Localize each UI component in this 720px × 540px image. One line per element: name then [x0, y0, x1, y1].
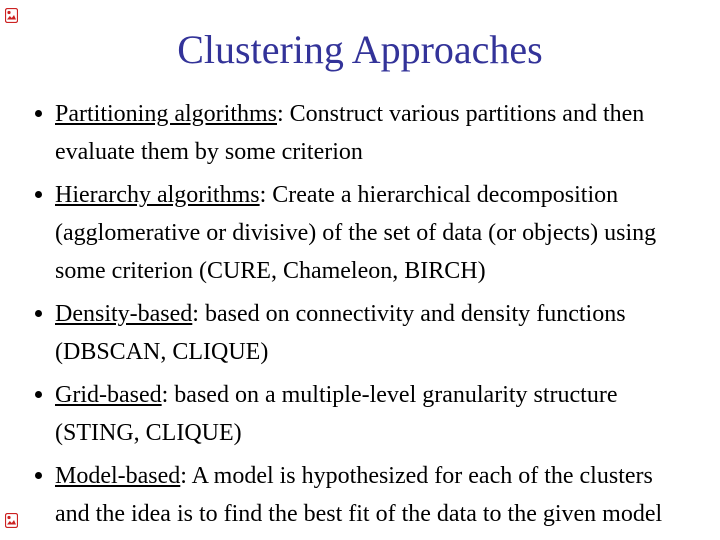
bullet-term: Density-based: [55, 301, 193, 327]
bullet-icon: [35, 310, 42, 317]
bullet-text: : Construct various partitions and then …: [55, 101, 645, 165]
broken-image-icon: [4, 7, 19, 24]
bullet-item: Hierarchy algorithms: Create a hierarchi…: [35, 176, 670, 290]
broken-image-icon: [4, 512, 19, 529]
bullet-term: Hierarchy algorithms: [55, 182, 260, 208]
bullet-item: Grid-based: based on a multiple-level gr…: [35, 376, 670, 452]
bullet-item: Partitioning algorithms: Construct vario…: [35, 95, 670, 171]
bullet-icon: [35, 472, 42, 479]
bullet-text: : based on a multiple-level granularity …: [55, 382, 618, 446]
bullet-icon: [35, 391, 42, 398]
bullet-icon: [35, 110, 42, 117]
bullet-term: Grid-based: [55, 382, 162, 408]
bullet-term: Partitioning algorithms: [55, 101, 277, 127]
bullet-list: Partitioning algorithms: Construct vario…: [35, 95, 670, 533]
bullet-text: : based on connectivity and density func…: [55, 301, 626, 365]
bullet-text: : Create a hierarchical decomposition (a…: [55, 182, 657, 284]
bullet-item: Model-based: A model is hypothesized for…: [35, 457, 670, 533]
bullet-term: Model-based: [55, 463, 181, 489]
bullet-text: : A model is hypothesized for each of th…: [55, 463, 663, 527]
page-title: Clustering Approaches: [177, 27, 543, 72]
bullet-icon: [35, 191, 42, 198]
bullet-item: Density-based: based on connectivity and…: [35, 295, 670, 371]
